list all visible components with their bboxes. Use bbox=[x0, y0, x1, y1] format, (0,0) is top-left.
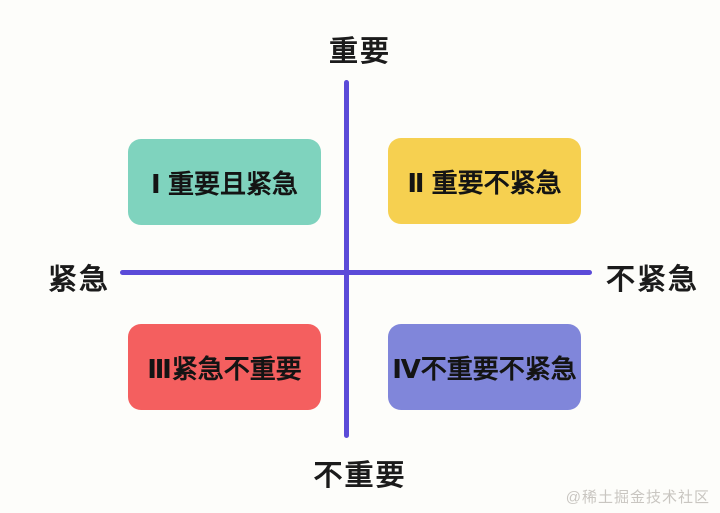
watermark-text: @稀土掘金技术社区 bbox=[565, 489, 710, 506]
quadrant-card-urgent-not-important: Ⅲ紧急不重要 bbox=[128, 324, 321, 410]
quadrant-card-important-urgent: Ⅰ 重要且紧急 bbox=[128, 139, 321, 225]
axis-label-urgent: 紧急 bbox=[48, 264, 111, 296]
vertical-axis-line bbox=[344, 80, 349, 438]
quadrant-card-not-important-not-urgent: Ⅳ不重要不紧急 bbox=[388, 324, 581, 410]
quadrant-label: Ⅲ紧急不重要 bbox=[147, 353, 302, 384]
quadrant-label: Ⅱ 重要不紧急 bbox=[407, 167, 562, 198]
quadrant-label: Ⅳ不重要不紧急 bbox=[392, 353, 577, 384]
quadrant-card-important-not-urgent: Ⅱ 重要不紧急 bbox=[388, 138, 581, 224]
axis-label-important: 重要 bbox=[328, 36, 391, 68]
axis-label-not-urgent: 不紧急 bbox=[606, 264, 700, 296]
quadrant-label: Ⅰ 重要且紧急 bbox=[151, 168, 298, 199]
horizontal-axis-line bbox=[120, 270, 592, 275]
axis-label-not-important: 不重要 bbox=[313, 460, 407, 492]
